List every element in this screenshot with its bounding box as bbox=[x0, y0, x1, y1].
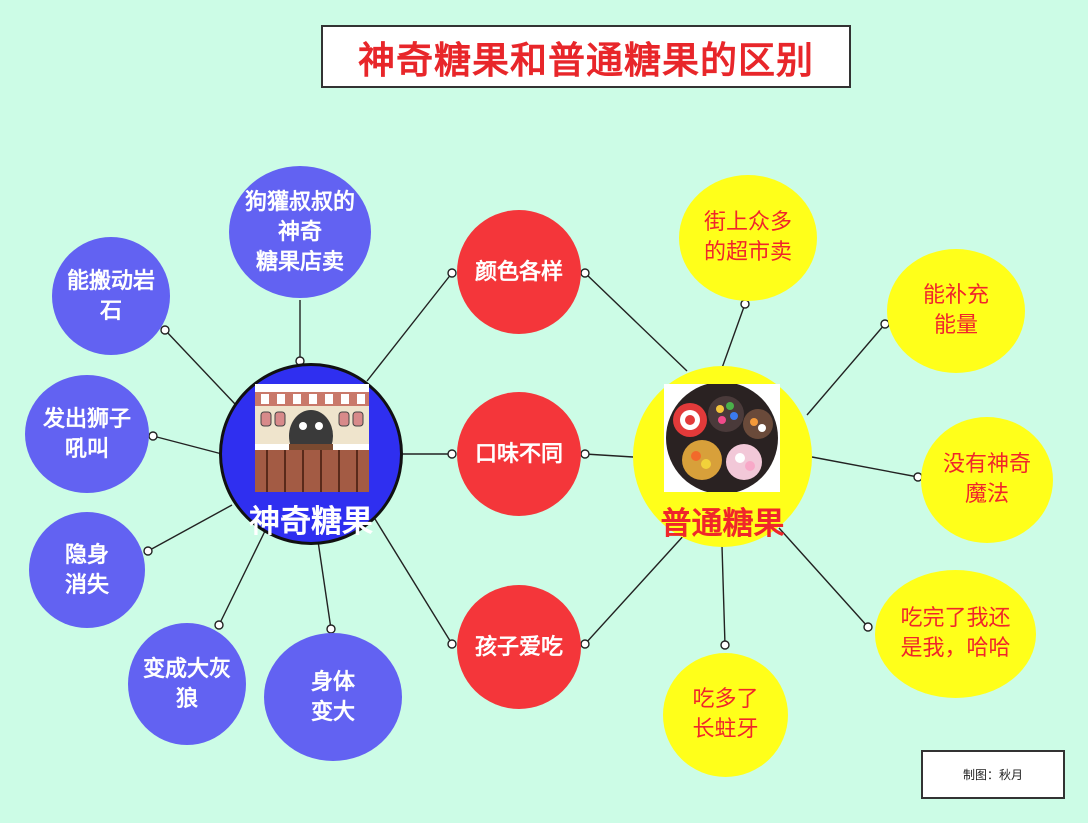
node-label: 能补充 能量 bbox=[922, 283, 989, 338]
middle-node-different-flavors: 口味不同 bbox=[457, 392, 581, 516]
middle-node-various-colors: 颜色各样 bbox=[457, 210, 581, 334]
left-node-sold-at-badger-shop: 狗獾叔叔的 神奇 糖果店卖 bbox=[229, 166, 371, 298]
connector-line bbox=[721, 545, 726, 646]
connector-line bbox=[778, 527, 869, 628]
connector-line bbox=[584, 272, 688, 372]
connector-dot bbox=[143, 546, 153, 556]
node-label: 孩子爱吃 bbox=[474, 634, 563, 660]
connector-dot bbox=[720, 640, 730, 650]
connector-dot bbox=[580, 268, 590, 278]
connector-dot bbox=[148, 431, 158, 441]
node-label: 隐身 消失 bbox=[64, 542, 109, 598]
ordinary-candy-center-node: 普通糖果 bbox=[633, 366, 812, 547]
right-node-replenish-energy: 能补充 能量 bbox=[887, 249, 1025, 373]
connector-line bbox=[584, 532, 687, 645]
connector-dot bbox=[214, 620, 224, 630]
connector-line bbox=[721, 303, 746, 369]
connector-line bbox=[584, 453, 634, 458]
node-label: 发出狮子 吼叫 bbox=[42, 406, 131, 462]
middle-node-kids-love-to-eat: 孩子爱吃 bbox=[457, 585, 581, 709]
connector-line bbox=[152, 435, 223, 455]
magic-candy-shop-picture bbox=[255, 384, 369, 492]
credit-box: 制图：秋月 bbox=[921, 750, 1065, 799]
node-label: 能搬动岩 石 bbox=[66, 268, 155, 324]
connector-line bbox=[317, 540, 332, 630]
ordinary-candy-label: 普通糖果 bbox=[660, 506, 785, 542]
connector-line bbox=[164, 329, 236, 405]
node-label: 口味不同 bbox=[474, 441, 563, 467]
left-node-move-rocks: 能搬动岩 石 bbox=[52, 237, 170, 355]
connector-line bbox=[366, 272, 453, 382]
connector-line bbox=[806, 323, 886, 416]
node-label: 变成大灰 狼 bbox=[142, 656, 231, 712]
node-label: 街上众多 的超市卖 bbox=[703, 210, 792, 265]
connector-line bbox=[218, 530, 266, 626]
connector-dot bbox=[447, 639, 457, 649]
node-label: 狗獾叔叔的 神奇 糖果店卖 bbox=[244, 189, 355, 275]
connector-dot bbox=[740, 299, 750, 309]
right-node-still-me-haha: 吃完了我还 是我，哈哈 bbox=[875, 570, 1036, 698]
page-title: 神奇糖果和普通糖果的区别 bbox=[358, 38, 814, 82]
connector-dot bbox=[580, 449, 590, 459]
connector-dot bbox=[863, 622, 873, 632]
right-node-tooth-decay: 吃多了 长蛀牙 bbox=[663, 653, 788, 777]
credit-text: 制图：秋月 bbox=[962, 768, 1023, 782]
candy-shop-illustration bbox=[255, 384, 369, 492]
connector-dot bbox=[326, 624, 336, 634]
connector-dot bbox=[580, 639, 590, 649]
connector-line bbox=[374, 518, 453, 645]
candy-bowls-illustration bbox=[664, 384, 780, 492]
connector-dot bbox=[160, 325, 170, 335]
left-node-invisible: 隐身 消失 bbox=[29, 512, 145, 628]
left-node-lion-roar: 发出狮子 吼叫 bbox=[25, 375, 149, 493]
title-box: 神奇糖果和普通糖果的区别 bbox=[321, 25, 851, 88]
magic-candy-label: 神奇糖果 bbox=[249, 504, 373, 540]
right-node-sold-in-supermarkets: 街上众多 的超市卖 bbox=[679, 175, 817, 301]
node-label: 没有神奇 魔法 bbox=[942, 452, 1031, 507]
magic-candy-center-node: 神奇糖果 bbox=[219, 363, 403, 545]
connector-dot bbox=[447, 449, 457, 459]
ordinary-candy-picture bbox=[664, 384, 780, 492]
connector-line bbox=[147, 504, 233, 552]
node-label: 吃完了我还 是我，哈哈 bbox=[900, 606, 1011, 661]
left-node-grow-bigger: 身体 变大 bbox=[264, 633, 402, 761]
node-label: 身体 变大 bbox=[310, 669, 355, 725]
node-label: 颜色各样 bbox=[474, 259, 563, 285]
connector-dot bbox=[447, 268, 457, 278]
left-node-become-wolf: 变成大灰 狼 bbox=[128, 623, 246, 745]
connector-line bbox=[811, 456, 919, 478]
node-label: 吃多了 长蛀牙 bbox=[692, 687, 759, 742]
right-node-no-magic: 没有神奇 魔法 bbox=[921, 417, 1053, 543]
